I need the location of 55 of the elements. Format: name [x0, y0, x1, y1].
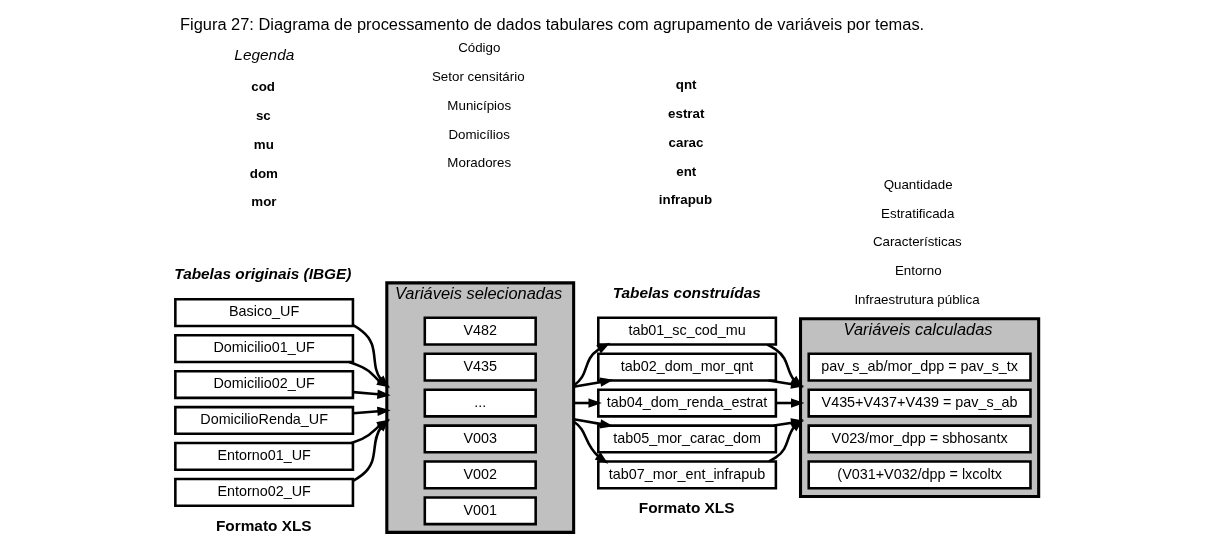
node-box: V482	[423, 316, 537, 346]
node-box: tab02_dom_mor_qnt	[596, 352, 777, 382]
label: dom	[249, 165, 278, 181]
node-box: Entorno02_UF	[173, 477, 354, 507]
arrow	[775, 398, 804, 408]
label: Municípios	[446, 97, 511, 113]
label: Estratificada	[880, 205, 954, 221]
label: mu	[253, 136, 274, 152]
arrow	[572, 377, 613, 389]
node-box: V023/mor_dpp = sbhosantx	[806, 424, 1032, 454]
label: Domicílios	[447, 126, 510, 142]
label: Formato XLS	[215, 516, 312, 534]
node-box: tab04_dom_renda_estrat	[596, 388, 777, 418]
arrow	[572, 420, 608, 464]
label: estrat	[667, 106, 704, 122]
label: Setor censitário	[431, 69, 525, 85]
arrow	[767, 379, 804, 389]
label: carac	[668, 134, 703, 150]
node-box: Basico_UF	[173, 298, 354, 328]
node-box: V003	[423, 424, 537, 454]
label: Tabelas construídas	[612, 283, 761, 301]
node-box: V435	[423, 352, 537, 382]
node-box: tab07_mor_ent_infrapub	[596, 460, 777, 490]
node-box: Domicilio01_UF	[173, 333, 354, 364]
node-box: ...	[423, 388, 537, 418]
node-box: (V031+V032/dpp = lxcoltx	[806, 460, 1032, 490]
node-box: tab01_sc_cod_mu	[596, 316, 777, 346]
node-box: V001	[423, 496, 537, 526]
label: Tabelas originais (IBGE)	[173, 265, 351, 283]
label: Legenda	[233, 45, 294, 63]
node-box: pav_s_ab/mor_dpp = pav_s_tx	[806, 352, 1032, 382]
arrow	[352, 406, 391, 416]
label: Código	[457, 40, 500, 56]
node-box: V002	[423, 460, 537, 490]
label: Entorno	[894, 263, 942, 279]
arrow	[572, 417, 613, 429]
node-box: DomicilioRenda_UF	[173, 405, 354, 436]
label: Formato XLS	[638, 499, 735, 517]
label: sc	[255, 108, 271, 124]
arrow	[572, 342, 610, 387]
label: ent	[675, 163, 696, 179]
label: qnt	[675, 77, 697, 93]
label: Características	[872, 234, 962, 250]
label: mor	[250, 194, 276, 210]
label: Infraestrutura pública	[853, 291, 980, 307]
arrow	[352, 389, 391, 399]
node-box: V435+V437+V439 = pav_s_ab	[806, 388, 1032, 418]
label: Moradores	[446, 155, 511, 171]
diagram-title: Figura 27: Diagrama de processamento de dados tabulares com agrupamento de variáveis por temas.	[179, 14, 924, 33]
node-box: Entorno01_UF	[173, 441, 354, 472]
node-box: Domicilio02_UF	[173, 369, 354, 400]
label: cod	[250, 79, 275, 95]
label: infrapub	[658, 192, 712, 208]
label: Quantidade	[883, 176, 953, 192]
node-box: tab05_mor_carac_dom	[596, 424, 777, 454]
